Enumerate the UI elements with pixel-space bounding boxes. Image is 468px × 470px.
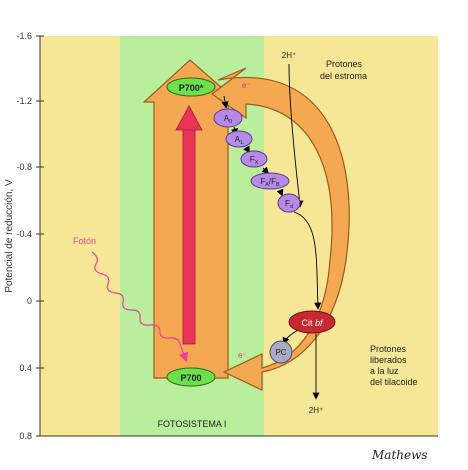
cit-italic: bf — [315, 318, 324, 328]
photon-label: Fotón — [73, 236, 96, 246]
photon-wave — [91, 251, 188, 363]
electron-return-arrow — [210, 67, 350, 391]
carrier-sub: d — [290, 204, 293, 210]
carrier-base: F — [271, 177, 276, 186]
svg-text:A0: A0 — [224, 114, 232, 125]
carrier-sub: 0 — [229, 119, 232, 125]
transfer-arrow — [221, 95, 229, 109]
svg-text:A1: A1 — [235, 135, 243, 146]
p700-label: P700 — [180, 373, 201, 383]
tick-label: -0.4 — [16, 229, 32, 239]
svg-text:FX: FX — [250, 155, 259, 166]
electron-label-top: e⁻ — [242, 81, 251, 90]
transfer-arrow — [243, 145, 250, 154]
proton-bottom-label: 2H⁺ — [309, 406, 323, 415]
lumen-label-line: liberados — [370, 355, 407, 365]
p700-disc — [166, 367, 216, 387]
tick-label: -1.2 — [16, 96, 32, 106]
transfer-arrow — [261, 166, 270, 175]
carrier-base: A — [224, 114, 230, 123]
fd-to-cit-arrow — [293, 211, 322, 310]
carrier-base: F — [285, 199, 290, 208]
svg-text:Cit bf: Cit bf — [301, 318, 324, 328]
cit-prefix: Cit — [301, 318, 315, 328]
svg-text:Protones liberados a l: Protones liberados a la luz del tilacoid… — [370, 344, 418, 387]
cytochrome-bf: Cit bf — [288, 310, 336, 334]
carrier-sub: X — [255, 160, 259, 166]
carrier-base: F — [260, 177, 265, 186]
tick-label: 0.8 — [19, 431, 32, 441]
lumen-label-line: del tilacoide — [370, 377, 418, 387]
carrier-fx: FX — [240, 150, 268, 168]
pc-label: PC — [275, 348, 286, 357]
carrier-fd: Fd — [277, 193, 301, 213]
y-axis — [36, 35, 438, 437]
proton-top-label: 2H⁺ — [282, 51, 296, 60]
lumen-label-line: Protones — [370, 344, 407, 354]
transfer-arrow — [276, 188, 284, 197]
carrier-base: F — [250, 155, 255, 164]
p700-star-label: P700* — [179, 83, 204, 93]
stroma-label-line: del estroma — [320, 71, 367, 81]
tick-label: 0.4 — [19, 363, 32, 373]
carrier-base: A — [235, 135, 241, 144]
plastocyanin: PC — [269, 340, 293, 364]
tick-label: -1.6 — [16, 31, 32, 41]
carrier-sub: A — [265, 182, 269, 188]
svg-text:Fd: Fd — [285, 199, 293, 210]
red-arrow-head — [175, 105, 203, 131]
y-axis-label: Potencial de reducción, V — [4, 179, 15, 293]
tick-label: -0.8 — [16, 162, 32, 172]
red-arrow-shaft — [182, 127, 196, 345]
carrier-sub: B — [276, 182, 280, 188]
electron-label-bottom: e⁻ — [238, 351, 247, 360]
carrier-fa-fb: FA/FB — [250, 172, 290, 190]
carrier-a1: A1 — [225, 130, 253, 148]
tick-label: 0 — [27, 296, 32, 306]
carrier-a0: A0 — [213, 108, 243, 128]
p700-star-disc — [166, 77, 216, 97]
lumen-label-line: a la luz — [370, 366, 399, 376]
svg-text:FA/FB: FA/FB — [260, 177, 280, 188]
stroma-label-line: Protones — [326, 59, 363, 69]
carrier-sep: / — [269, 177, 272, 186]
carrier-sub: 1 — [240, 140, 243, 146]
band-label: FOTOSISTEMA I — [158, 419, 227, 429]
credit-label: Mathews — [372, 448, 428, 462]
svg-text:Protones del estroma: Protones del estroma — [320, 59, 367, 81]
